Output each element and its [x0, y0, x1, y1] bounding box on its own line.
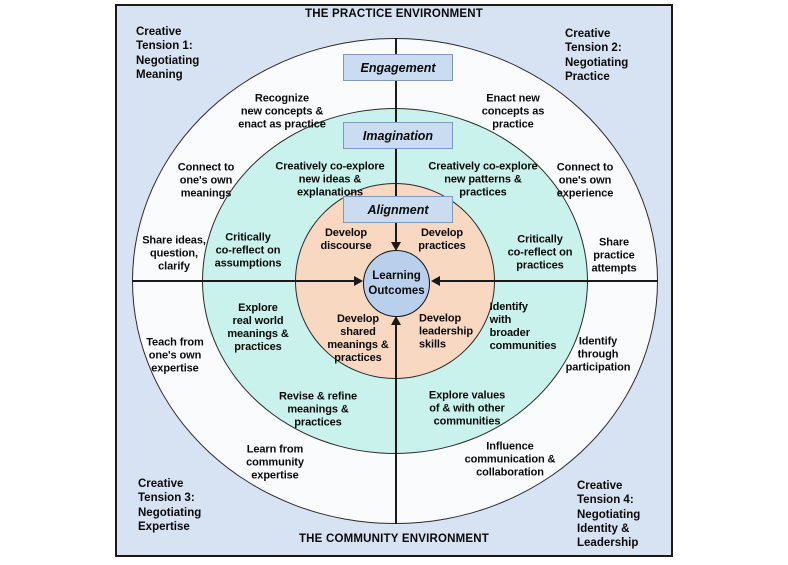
label-develop-shared-meanings: Develop shared meanings & practices [327, 313, 389, 364]
creative-tension-2-label: Creative Tension 2: Negotiating Practice [565, 28, 629, 83]
creative-tension-1-label: Creative Tension 1: Negotiating Meaning [136, 26, 200, 81]
right-axis-line [440, 280, 658, 282]
label-develop-practices: Develop practices [418, 227, 466, 252]
bottom-axis-line [395, 322, 397, 524]
label-explore-values: Explore values of & with other communiti… [428, 389, 506, 428]
label-learn-community: Learn from community expertise [246, 443, 304, 482]
label-influence-communication: Influence communication & collaboration [464, 440, 556, 479]
left-axis-line [132, 280, 355, 282]
top-environment-title: THE PRACTICE ENVIRONMENT [305, 8, 483, 20]
label-teach-own-expertise: Teach from one's own expertise [146, 336, 204, 375]
label-identify-participation: Identify through participation [565, 335, 631, 374]
label-revise-refine: Revise & refine meanings & practices [279, 390, 357, 429]
engagement-box: Engagement [343, 54, 453, 81]
label-share-practice-attempts: Share practice attempts [591, 236, 637, 275]
top-arrowhead-icon [391, 242, 401, 251]
label-connect-own-experience: Connect to one's own experience [556, 161, 614, 200]
label-share-ideas: Share ideas, question, clarify [142, 234, 206, 273]
alignment-box: Alignment [343, 196, 453, 223]
right-arrowhead-icon [431, 276, 440, 286]
label-co-explore-patterns: Creatively co-explore new patterns & pra… [428, 160, 538, 199]
left-arrowhead-icon [354, 276, 363, 286]
label-identify-broader: Identify with broader communities [489, 301, 557, 352]
bottom-arrowhead-icon [391, 316, 401, 325]
label-explore-real-world: Explore real world meanings & practices [227, 302, 289, 353]
label-develop-leadership: Develop leadership skills [418, 312, 474, 351]
label-connect-own-meanings: Connect to one's own meanings [177, 161, 235, 200]
label-co-reflect-assumptions: Critically co-reflect on assumptions [214, 231, 282, 270]
creative-tension-3-label: Creative Tension 3: Negotiating Expertis… [138, 478, 202, 533]
imagination-box: Imagination [343, 122, 453, 149]
bottom-environment-title: THE COMMUNITY ENVIRONMENT [298, 533, 490, 545]
learning-outcomes-circle: Learning Outcomes [363, 250, 430, 317]
label-enact-new-concepts: Enact new concepts as practice [481, 92, 545, 131]
label-co-explore-ideas: Creatively co-explore new ideas & explan… [275, 160, 385, 199]
creative-tension-4-label: Creative Tension 4: Negotiating Identity… [577, 480, 641, 549]
label-co-reflect-practices: Critically co-reflect on practices [507, 233, 573, 272]
label-recognize-new-concepts: Recognize new concepts & enact as practi… [238, 92, 326, 131]
label-develop-discourse: Develop discourse [320, 227, 372, 252]
